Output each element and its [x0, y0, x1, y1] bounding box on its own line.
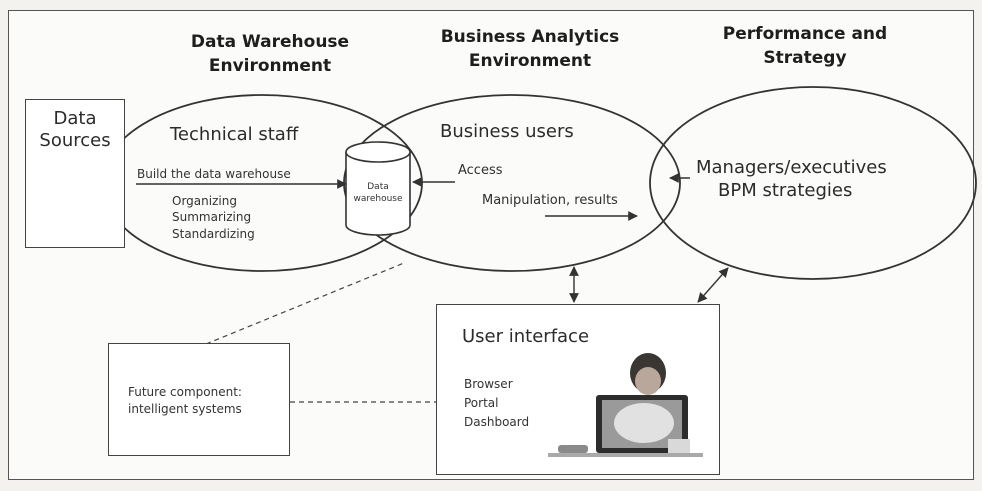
data-warehouse-label: Data warehouse: [353, 182, 403, 204]
ui-to-strategy-arrow: [697, 267, 729, 303]
dw-task-standardizing: Standardizing: [172, 227, 255, 241]
header-data-warehouse-environment: Data Warehouse Environment: [190, 32, 350, 76]
future-component-box: [108, 343, 290, 456]
data-warehouse-cylinder: [345, 141, 411, 236]
user-interface-title: User interface: [462, 326, 590, 347]
data-sources-box: [25, 99, 125, 248]
dw-task-summarizing: Summarizing: [172, 210, 252, 224]
ui-item-portal: Portal: [464, 396, 499, 410]
managers-executives-label: Managers/executives: [696, 157, 887, 178]
business-users-label: Business users: [440, 121, 574, 142]
access-label: Access: [458, 163, 503, 178]
ui-item-browser: Browser: [464, 377, 513, 391]
technical-staff-label: Technical staff: [170, 124, 299, 145]
header-performance-and-strategy: Performance and Strategy: [722, 24, 888, 68]
header-business-analytics-environment: Business Analytics Environment: [440, 27, 620, 71]
future-dashed-link-up: [205, 262, 405, 345]
performance-strategy-ellipse: [649, 86, 977, 280]
user-at-computer-illustration: [548, 353, 703, 457]
dw-task-organizing: Organizing: [172, 194, 237, 208]
bpm-strategies-label: BPM strategies: [718, 180, 853, 201]
build-warehouse-label: Build the data warehouse: [137, 167, 291, 181]
future-component-label: Future component: intelligent systems: [128, 385, 242, 416]
manipulation-results-label: Manipulation, results: [482, 193, 618, 208]
data-sources-label: Data Sources: [39, 108, 111, 151]
ui-item-dashboard: Dashboard: [464, 415, 530, 429]
